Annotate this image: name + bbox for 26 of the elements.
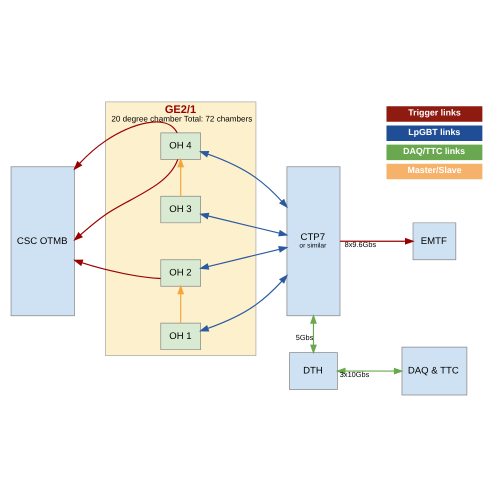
node-box: OH 4 [160, 132, 201, 160]
arrow [199, 246, 288, 270]
edge-label: 8x9.6Gbs [344, 240, 376, 249]
arrow [199, 212, 288, 236]
arrow [73, 259, 161, 279]
node-box: DTH [289, 352, 338, 390]
node-box: DAQ & TTC [402, 346, 468, 395]
legend-label: Trigger links [408, 107, 461, 118]
arrow [198, 274, 288, 331]
legend-label: LpGBT links [408, 126, 460, 136]
edge-label: 5Gbs [296, 332, 314, 342]
node-box: CSC OTMB [10, 166, 75, 316]
legend-label: DAQ/TTC links [403, 145, 465, 156]
edge-label: 3x10Gbs [340, 369, 370, 378]
arrow [73, 158, 178, 241]
arrow [198, 150, 288, 208]
node-box: EMTF [412, 222, 456, 260]
node-box: OH 2 [160, 258, 201, 286]
node-box: OH 1 [160, 322, 201, 350]
legend-label: Master/Slave [408, 164, 462, 175]
arrow [177, 157, 184, 196]
arrow [340, 237, 415, 244]
arrow [73, 121, 178, 170]
node-box: OH 3 [160, 195, 201, 223]
arrow [310, 314, 317, 354]
arrow [177, 284, 184, 323]
